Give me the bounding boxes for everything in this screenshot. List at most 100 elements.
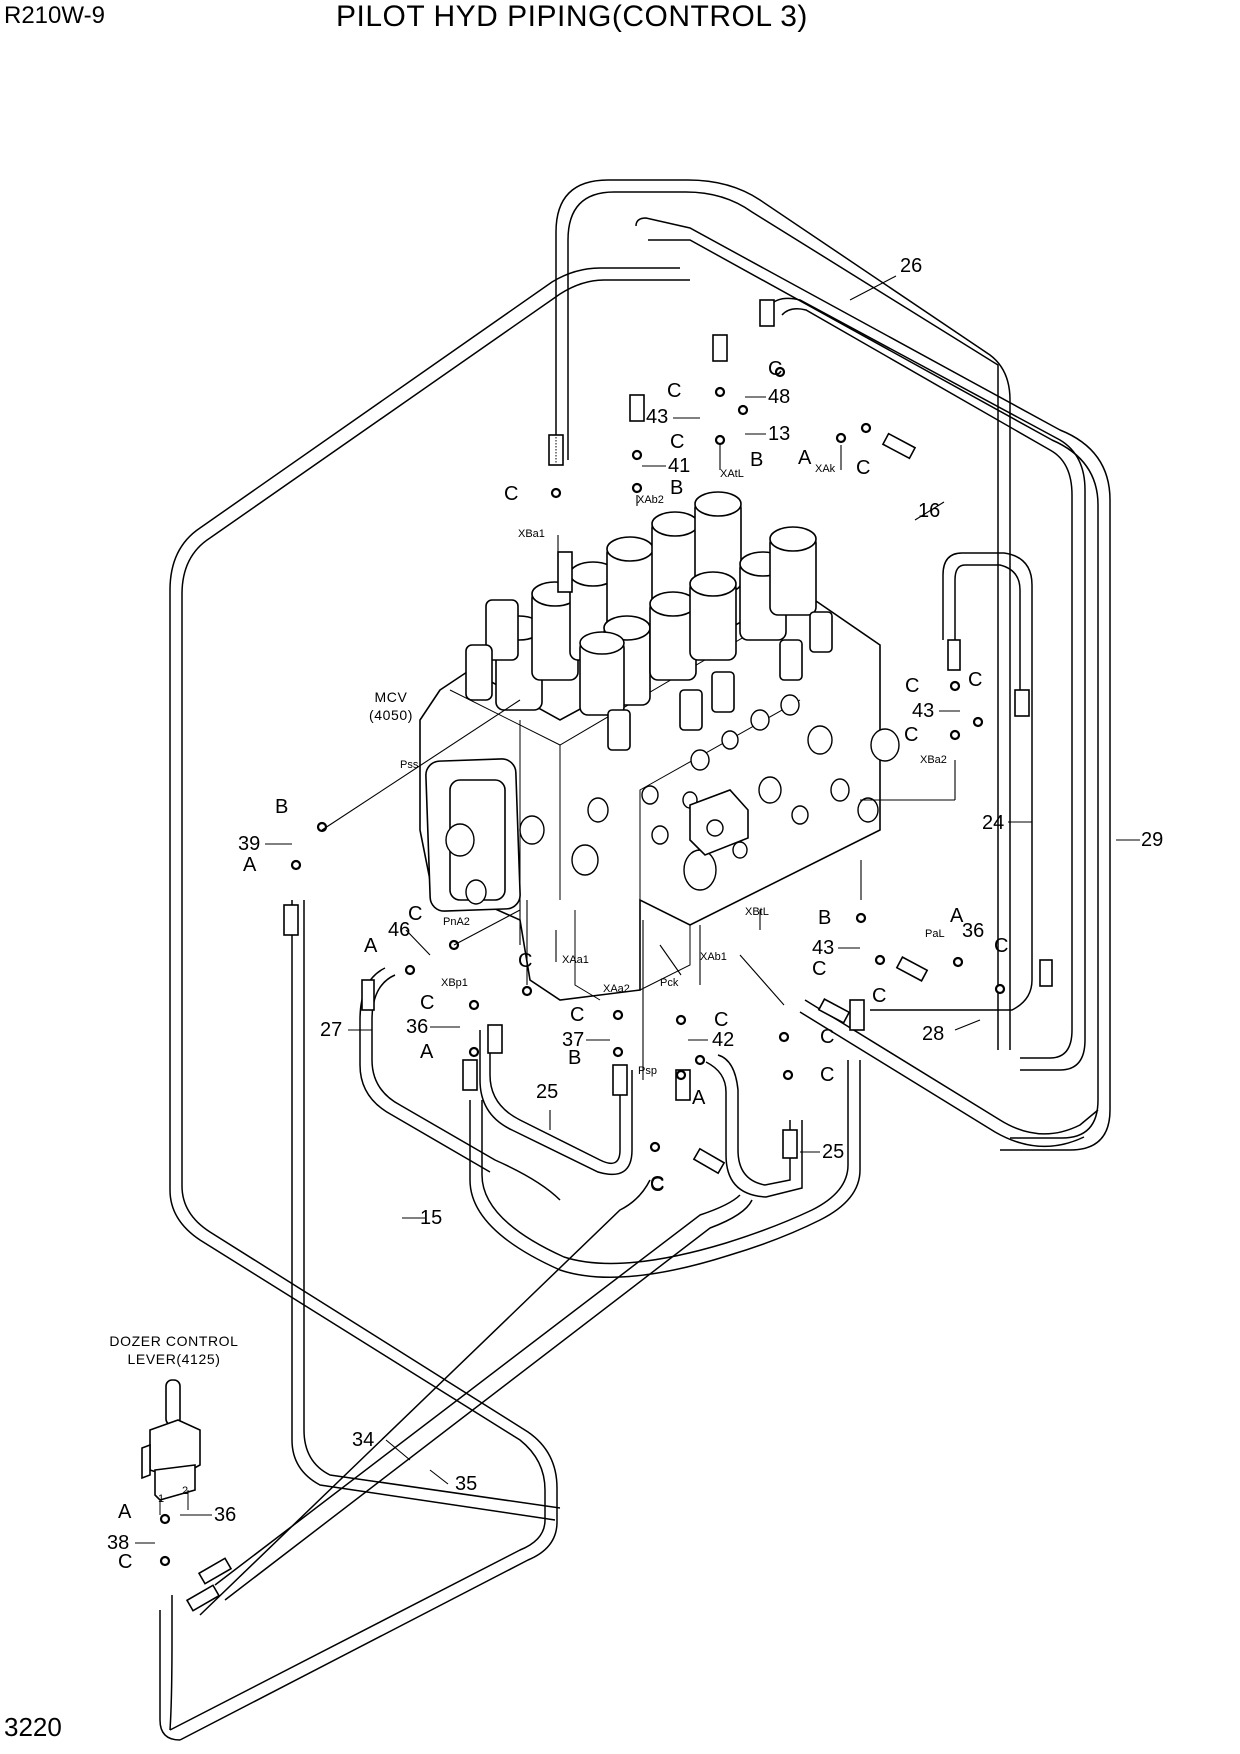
hose-end-fitting [817,998,851,1024]
callout-36-dozer: 36 [214,1504,236,1526]
pipe-under-loop-b [481,1060,849,1265]
mcv-valve-block [419,589,900,1001]
seal-letter: B [670,477,683,499]
pipe-15-inner [179,279,690,1741]
hose-end-fitting [947,639,961,671]
port-label-PnA2: PnA2 [443,916,470,928]
seal-letters: C C C B C B A C C C C B A C A C C A C B … [118,358,1008,1573]
seal-letter: C [650,1173,664,1195]
model-number: R210W-9 [4,2,105,29]
seal-letter: C [118,1551,132,1573]
callout-27: 27 [320,1019,342,1041]
callout-26: 26 [900,255,922,277]
hose-end-fitting [782,1129,798,1159]
seal-letter: A [118,1501,132,1523]
pipe-under-loop [469,1060,861,1279]
pipe-27b [359,967,491,1173]
fitting-XBa1 [557,551,573,593]
seal-letter: A [798,447,812,469]
callout-25-left: 25 [536,1081,558,1103]
seal-letter: C [650,1174,664,1196]
pipe-39-down-b [303,900,561,1509]
pipe-16 [769,297,1086,1071]
seal-letter: C [667,380,681,402]
callout-43-right: 43 [912,700,934,722]
seal-letter: C [714,1009,728,1031]
leader-lines [135,275,1140,1544]
seal-letter: C [820,1064,834,1086]
pipe-dozer-end-b [169,1595,173,1731]
pipe-28 [804,999,1099,1135]
solenoid [769,526,817,616]
callout-13: 13 [768,423,790,445]
port-label-XAb1: XAb1 [700,951,727,963]
callout-16: 16 [918,500,940,522]
solenoid [579,631,625,716]
callout-24: 24 [982,812,1004,834]
callout-36-right: 36 [962,920,984,942]
seal-letter: B [275,796,288,818]
callout-36-left: 36 [406,1016,428,1038]
hose-end-fitting [197,1557,233,1585]
callout-28: 28 [922,1023,944,1045]
seal-letter: A [950,905,964,927]
port-label-XBa1: XBa1 [518,528,545,540]
seal-letter: C [420,992,434,1014]
seal-letter: C [812,958,826,980]
pipe-39-down [291,900,556,1521]
callout-34: 34 [352,1429,374,1451]
seal-letter: A [243,854,257,876]
port-label-XAa1: XAa1 [562,954,589,966]
seal-letter: B [750,449,763,471]
solenoid [694,491,742,591]
seal-letter: C [408,903,422,925]
page-number: 3220 [4,1712,62,1742]
callout-43-lower: 43 [812,937,834,959]
hose-end-fitting [612,1064,628,1096]
callout-46: 46 [388,919,410,941]
pipe-routes [159,179,1111,1741]
port-label-PaL: PaL [925,928,945,940]
port-label-Psp: Psp [638,1065,657,1077]
part-callouts: 26 16 24 29 28 27 25 25 15 34 35 48 13 4… [107,255,1163,1554]
hose-end-fitting [487,1024,503,1054]
pipe-34 [214,1194,741,1586]
hose-end-fitting [712,334,728,362]
seal-letter: C [968,669,982,691]
pipe-15-outer [169,267,680,1731]
o-ring-seals [159,366,1006,1567]
mcv-label: MCV [375,689,408,705]
seal-letter: B [568,1047,581,1069]
pipe-24-run [870,690,1033,1011]
port-label-XAb2: XAb2 [637,494,664,506]
callout-41: 41 [668,455,690,477]
pipe-26-outer [555,179,1011,1050]
callout-39: 39 [238,833,260,855]
port-label-1: 1 [158,1493,164,1505]
pipe-29-outer [635,217,1111,1151]
page-title: PILOT HYD PIPING(CONTROL 3) [336,0,808,33]
dozer-lever-label: DOZER CONTROL [109,1333,238,1349]
hose-end-fitting [629,394,645,422]
callout-48: 48 [768,386,790,408]
port-label-Pss: Pss [400,759,419,771]
seal-letter: C [820,1026,834,1048]
solenoid [649,591,697,681]
callout-38: 38 [107,1532,129,1554]
hose-end-fitting [361,979,375,1011]
seal-letter: C [518,950,532,972]
mcv-label-ref: (4050) [369,707,413,723]
pipe-25-right [717,1054,791,1186]
pipe-35 [224,1199,753,1601]
solenoid-cartridges [465,491,833,751]
pipe-26-inner [567,191,999,1050]
port-label-XBp1: XBp1 [441,977,468,989]
hose-end-fitting [881,432,917,460]
callout-43-top: 43 [646,406,668,428]
hose-end-fitting [895,956,929,982]
pipe-24 [954,564,1021,690]
pipe-24b [942,552,1033,690]
port-label-XAa2: XAa2 [603,983,630,995]
solenoid [465,644,493,701]
